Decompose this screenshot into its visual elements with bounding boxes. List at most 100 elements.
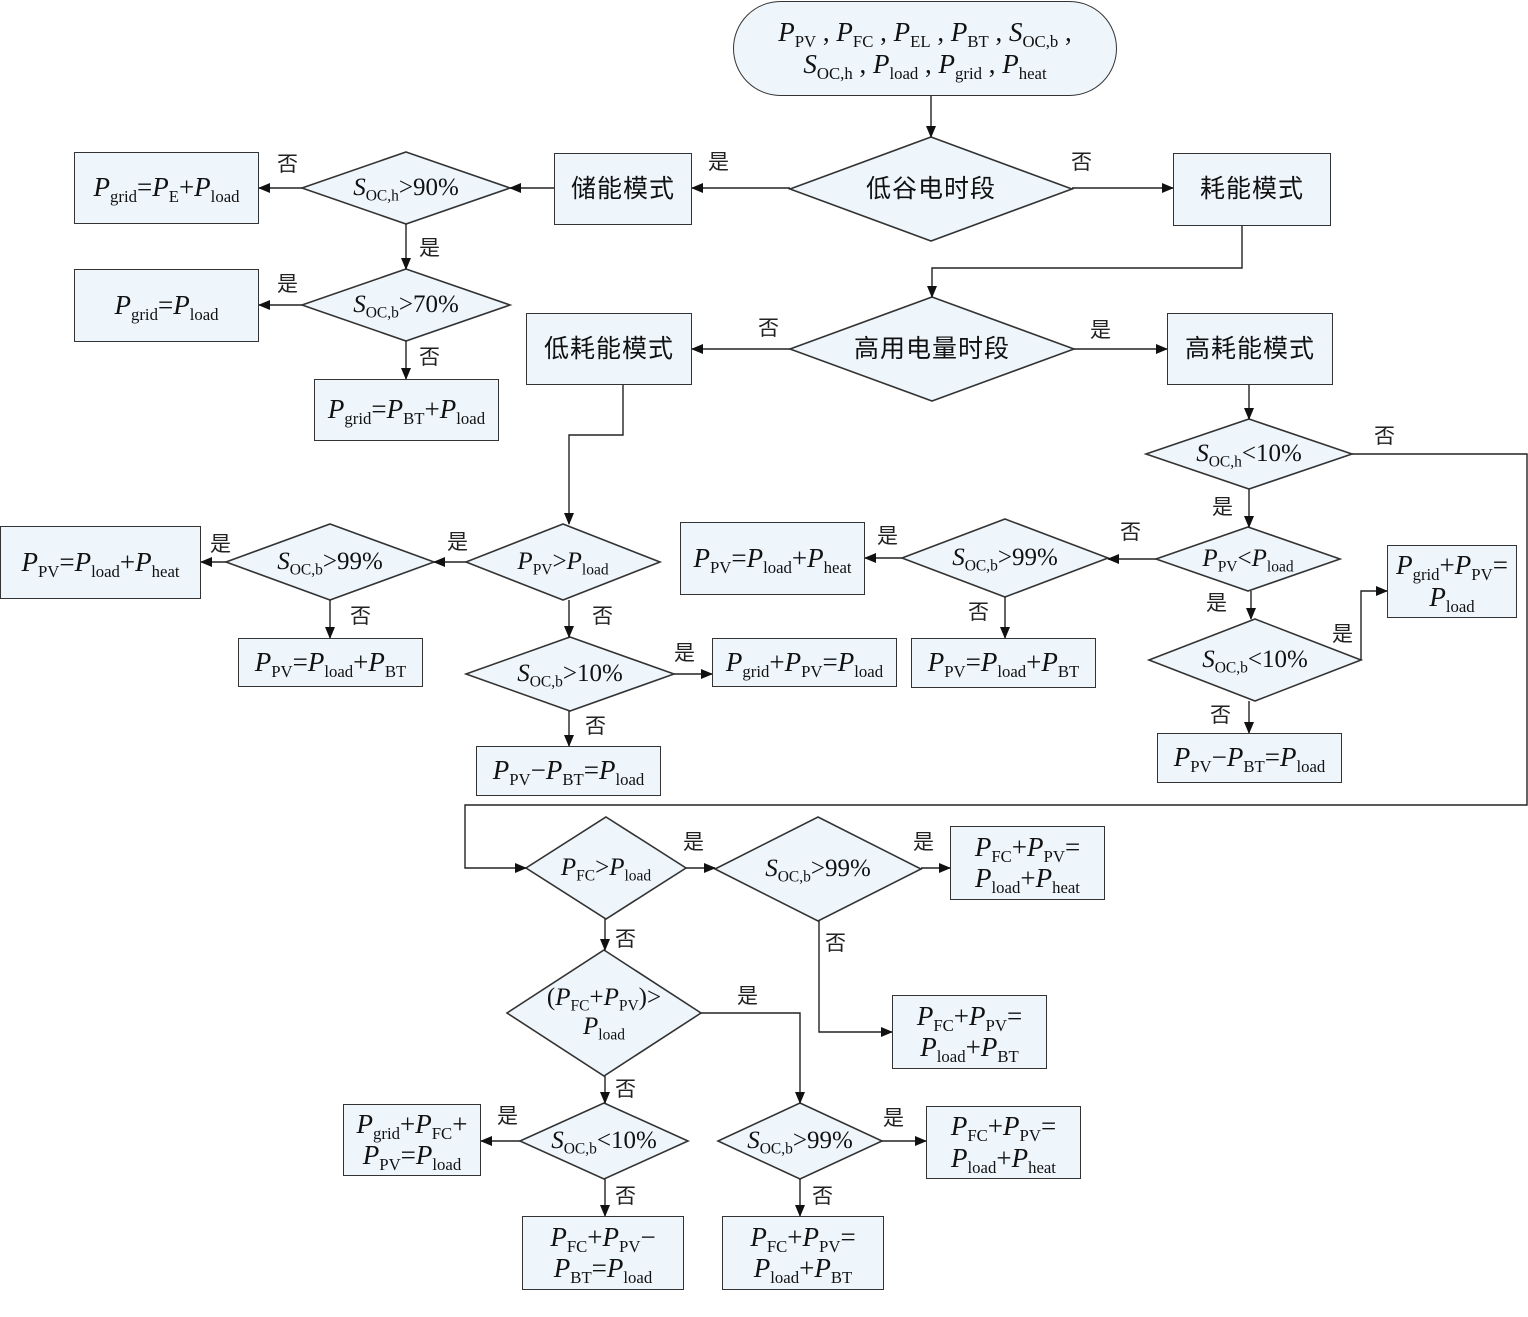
- node-text: PPV−PBT=Pload: [1173, 742, 1326, 777]
- decision-d-valley: 低谷电时段: [790, 137, 1072, 241]
- process-r-fc-pv-bt-load: PFC+PPV−PBT=Pload: [522, 1216, 684, 1290]
- process-m-high: 高耗能模式: [1167, 313, 1333, 385]
- branch-no-label: 否: [1120, 520, 1141, 544]
- process-r-grid-pv-load-b: Pgrid+PPV=Pload: [1387, 545, 1517, 618]
- node-text: SOC,b>99%: [747, 1126, 853, 1158]
- decision-d-socb70: SOC,b>70%: [302, 269, 510, 341]
- decision-d-peak: 高用电量时段: [790, 297, 1074, 401]
- node-text: 低耗能模式: [543, 333, 674, 363]
- connector-consume-to-peak: [927, 226, 1243, 298]
- decision-diamond-d-peak: [787, 296, 1077, 402]
- branch-no-label: 否: [419, 345, 440, 369]
- node-text: SOC,b>99%: [952, 543, 1058, 575]
- decision-diamond-d-valley: [787, 136, 1075, 242]
- decision-d-soch10: SOC,h<10%: [1146, 419, 1352, 489]
- branch-no-label: 否: [615, 1077, 636, 1101]
- process-r-fc-pv-load-bt-c: PFC+PPV=Pload+PBT: [892, 995, 1047, 1069]
- branch-yes-label: 是: [1206, 591, 1227, 615]
- node-text: SOC,b>99%: [277, 547, 383, 579]
- process-r-fc-pv-load-heat-c: PFC+PPV=Pload+Pheat: [950, 826, 1105, 900]
- branch-yes-label: 是: [737, 984, 758, 1008]
- process-r-fc-pv-load-heat-e: PFC+PPV=Pload+Pheat: [926, 1106, 1081, 1179]
- process-r-pv-load-bt-a: PPV=Pload+PBT: [238, 638, 423, 687]
- branch-no-label: 否: [812, 1184, 833, 1208]
- decision-d-soch90: SOC,h>90%: [302, 152, 510, 224]
- node-text: PPV=Pload+PBT: [927, 647, 1080, 682]
- decision-d-socb99-b: SOC,b>99%: [902, 519, 1108, 597]
- process-r-grid-pv-load-a: Pgrid+PPV=Pload: [712, 638, 897, 687]
- process-m-consume: 耗能模式: [1173, 153, 1331, 226]
- branch-yes-label: 是: [447, 530, 468, 554]
- node-text: PFC>Pload: [560, 853, 652, 885]
- connector-socb10b-yes: [1360, 586, 1388, 660]
- node-text: PPV=Pload+PBT: [254, 646, 407, 681]
- node-text: PFC+PPV=Pload+Pheat: [974, 831, 1081, 897]
- process-r-grid-load: Pgrid=Pload: [74, 269, 259, 342]
- node-text: PPV=Pload+Pheat: [21, 546, 180, 581]
- start-line1: PPV , PFC , PEL , PBT , SOC,b ,: [778, 17, 1072, 52]
- branch-no-label: 否: [825, 931, 846, 955]
- node-text: PFC+PPV=Pload+PBT: [750, 1221, 856, 1287]
- node-text: 耗能模式: [1199, 174, 1304, 204]
- node-text: PFC+PPV−PBT=Pload: [550, 1221, 656, 1287]
- decision-d-socb10-a: SOC,b>10%: [466, 637, 674, 711]
- connector-socb99c-no: [818, 921, 893, 1037]
- node-text: Pgrid=Pload: [114, 289, 219, 324]
- node-text: (PFC+PPV)>Pload: [546, 984, 662, 1044]
- node-text: SOC,b>10%: [517, 659, 623, 691]
- branch-yes-label: 是: [708, 150, 729, 174]
- branch-no-label: 否: [1210, 703, 1231, 727]
- node-text: 高耗能模式: [1184, 333, 1315, 363]
- branch-no-label: 否: [350, 604, 371, 628]
- node-text: Pgrid+PFC+PPV=Pload: [356, 1108, 468, 1174]
- branch-yes-label: 是: [1332, 622, 1353, 646]
- branch-yes-label: 是: [883, 1106, 904, 1130]
- decision-diamond-d-pv-lt-load: [1153, 526, 1343, 592]
- decision-d-socb10-b: SOC,b<10%: [1149, 619, 1361, 701]
- node-text: Pgrid+PPV=Pload: [1396, 550, 1508, 616]
- process-r-pv-load-bt-b: PPV=Pload+PBT: [911, 638, 1096, 688]
- process-r-pv-load-heat-b: PPV=Pload+Pheat: [680, 522, 865, 595]
- branch-yes-label: 是: [683, 830, 704, 854]
- branch-no-label: 否: [277, 152, 298, 176]
- decision-diamond-d-socb10-a: [463, 636, 677, 712]
- branch-no-label: 否: [615, 1184, 636, 1208]
- node-text: Pgrid=PE+Pload: [93, 172, 240, 207]
- branch-yes-label: 是: [277, 272, 298, 296]
- branch-no-label: 否: [615, 927, 636, 951]
- branch-yes-label: 是: [419, 236, 440, 260]
- node-text: PPV>Pload: [517, 547, 609, 579]
- node-text: PFC+PPV=Pload+Pheat: [950, 1111, 1057, 1177]
- branch-no-label: 否: [592, 604, 613, 628]
- branch-yes-label: 是: [497, 1104, 518, 1128]
- branch-yes-label: 是: [674, 641, 695, 665]
- connector-low-to-pvgt: [564, 385, 624, 525]
- decision-diamond-d-socb10-d: [518, 1102, 690, 1180]
- process-r-pv-load-heat-a: PPV=Pload+Pheat: [0, 526, 201, 599]
- branch-no-label: 否: [585, 714, 606, 738]
- node-text: PPV<Pload: [1202, 544, 1294, 576]
- node-text: SOC,b<10%: [551, 1126, 657, 1158]
- process-r-pv-bt-load-b: PPV−PBT=Pload: [1157, 733, 1342, 783]
- node-text: 储能模式: [570, 173, 675, 203]
- node-text: SOC,h<10%: [1196, 439, 1302, 471]
- branch-no-label: 否: [968, 600, 989, 624]
- process-m-storage: 储能模式: [554, 153, 692, 225]
- decision-d-pv-lt-load: PPV<Pload: [1156, 527, 1340, 591]
- decision-diamond-d-pv-gt-load: [463, 523, 663, 601]
- node-text: Pgrid=PBT+Pload: [327, 394, 486, 429]
- decision-diamond-d-fcpv-gt-load: [505, 949, 703, 1077]
- process-r-pv-bt-load-a: PPV−PBT=Pload: [476, 746, 661, 796]
- node-text: SOC,b<10%: [1202, 645, 1308, 677]
- branch-no-label: 否: [1071, 150, 1092, 174]
- branch-yes-label: 是: [1212, 495, 1233, 519]
- connector-soch10-no: [464, 453, 1528, 873]
- process-r-grid-fc-pv-load: Pgrid+PFC+PPV=Pload: [343, 1104, 481, 1176]
- node-text: 高用电量时段: [853, 333, 1010, 363]
- branch-yes-label: 是: [1090, 318, 1111, 342]
- decision-d-socb99-c: SOC,b>99%: [715, 817, 921, 921]
- branch-yes-label: 是: [210, 532, 231, 556]
- branch-no-label: 否: [1374, 424, 1395, 448]
